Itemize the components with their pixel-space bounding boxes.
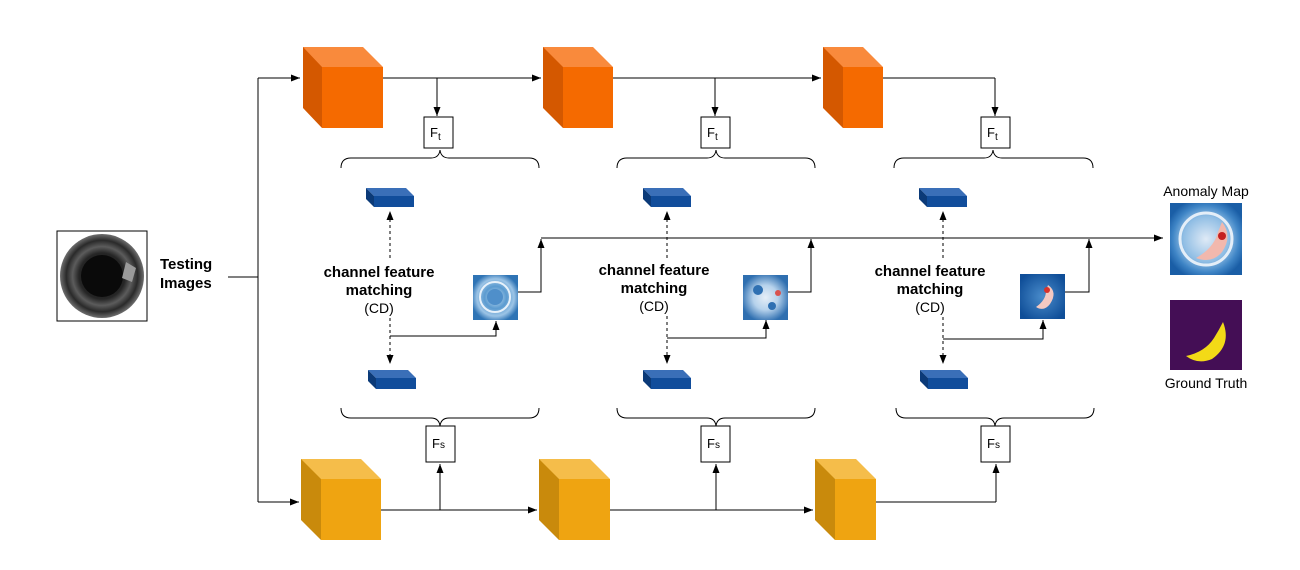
- top-brace-3: [893, 149, 1094, 169]
- top-brace-2: [616, 149, 816, 169]
- teacher-feature-box-3: Ft: [980, 116, 1011, 149]
- svg-text:matching: matching: [346, 282, 413, 299]
- student-feature-block-1: [368, 370, 416, 389]
- student-feature-box-1: Fs: [425, 425, 456, 463]
- teacher-feature-block-1: [366, 188, 414, 207]
- svg-text:matching: matching: [897, 281, 964, 298]
- svg-text:Ft: Ft: [707, 125, 718, 143]
- teacher-cube-1: [303, 47, 383, 128]
- cd-label-2: channel feature matching (CD): [599, 262, 710, 314]
- svg-text:(CD): (CD): [915, 299, 945, 315]
- svg-text:Ft: Ft: [987, 125, 998, 143]
- ground-truth-label: Ground Truth: [1165, 375, 1248, 391]
- stage-heatmap-3: [1020, 274, 1065, 319]
- bottom-brace-2: [616, 407, 816, 427]
- stage-heatmap-1: [473, 275, 518, 320]
- teacher-cube-2: [543, 47, 613, 128]
- stage-heatmap-2: [743, 275, 788, 320]
- student-cube-2: [539, 459, 610, 540]
- teacher-cube-3: [823, 47, 883, 128]
- student-feature-block-2: [643, 370, 691, 389]
- svg-text:Fs: Fs: [707, 436, 720, 451]
- input-image: [56, 230, 148, 322]
- svg-text:channel feature: channel feature: [599, 262, 710, 279]
- svg-text:Fs: Fs: [432, 436, 445, 451]
- student-cube-3: [815, 459, 876, 540]
- top-brace-1: [340, 149, 540, 169]
- bottom-brace-1: [340, 407, 540, 427]
- student-cube-1: [301, 459, 381, 540]
- teacher-feature-block-3: [919, 188, 967, 207]
- cd-label-3: channel feature matching (CD): [875, 263, 986, 315]
- input-label-line2: Images: [160, 275, 212, 292]
- teacher-feature-block-2: [643, 188, 691, 207]
- svg-text:Ft: Ft: [430, 125, 441, 143]
- cd-label-1: channel feature matching (CD): [324, 264, 435, 316]
- svg-text:(CD): (CD): [639, 298, 669, 314]
- svg-text:matching: matching: [621, 280, 688, 297]
- student-feature-block-3: [920, 370, 968, 389]
- teacher-feature-box-1: Ft: [423, 116, 454, 149]
- svg-text:Fs: Fs: [987, 436, 1000, 451]
- student-feature-box-3: Fs: [980, 425, 1011, 463]
- student-feature-box-2: Fs: [700, 425, 731, 463]
- anomaly-map-image: [1170, 203, 1242, 275]
- svg-text:channel feature: channel feature: [324, 264, 435, 281]
- anomaly-map-label: Anomaly Map: [1163, 183, 1249, 199]
- svg-text:channel feature: channel feature: [875, 263, 986, 280]
- input-label-line1: Testing: [160, 256, 212, 273]
- bottom-brace-3: [895, 407, 1095, 427]
- teacher-feature-box-2: Ft: [700, 116, 731, 149]
- ground-truth-image: [1170, 300, 1242, 370]
- svg-text:(CD): (CD): [364, 300, 394, 316]
